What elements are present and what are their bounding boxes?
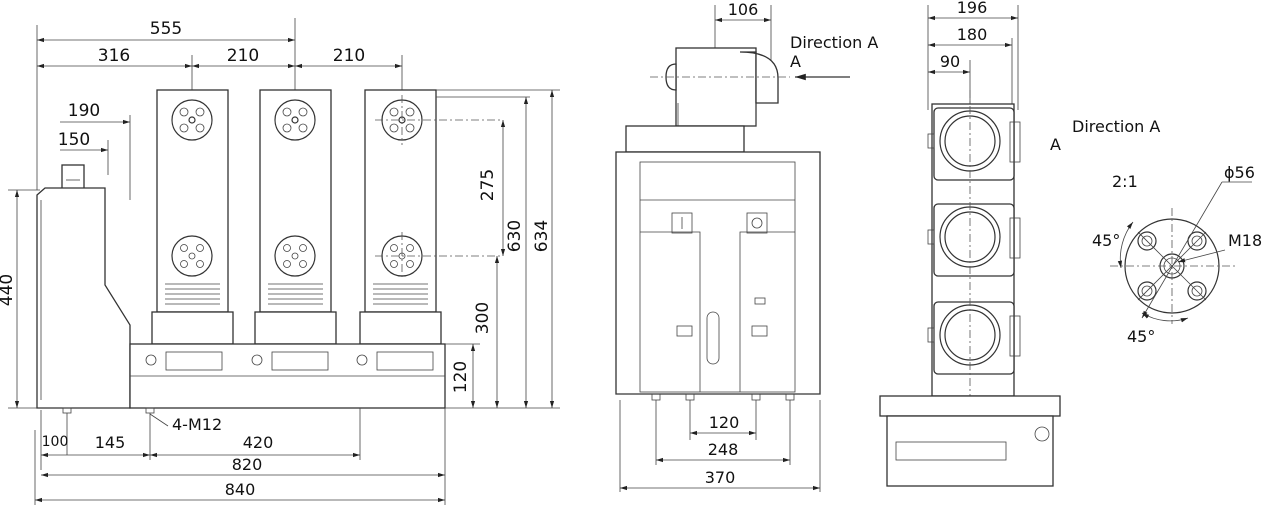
terminal-pole-1-bottom <box>171 235 213 277</box>
detail-angle-bottom: 45° <box>1127 327 1155 346</box>
dim-555: 555 <box>150 19 182 39</box>
dim-275: 275 <box>478 169 498 201</box>
direction-a-label: Direction A <box>790 33 878 52</box>
pole-column-2 <box>259 89 332 313</box>
detail-diameter: ϕ56 <box>1224 163 1255 182</box>
cooling-fins <box>165 283 428 305</box>
pole-arm <box>650 47 790 127</box>
terminal-pole-2-top <box>274 99 316 141</box>
pole-column-1 <box>156 89 229 313</box>
pole-columns <box>151 89 500 345</box>
dim-820: 820 <box>232 455 263 474</box>
dim-side-120: 120 <box>709 413 740 432</box>
dim-420: 420 <box>243 433 274 452</box>
terminal-pole-1-top <box>171 99 213 141</box>
dim-190: 190 <box>68 101 100 121</box>
pole-column-3 <box>364 89 437 313</box>
rear-base <box>879 395 1061 487</box>
dim-630: 630 <box>505 220 525 252</box>
front-view: 555 316 210 210 190 150 440 <box>0 18 560 505</box>
dim-210-left: 210 <box>227 46 259 66</box>
side-bottom-dimensions: 120 248 370 <box>619 400 821 492</box>
terminal-pole-3-top <box>375 95 500 145</box>
rear-terminal-2 <box>927 203 1021 277</box>
rear-view: 196 180 90 <box>879 0 1061 487</box>
dim-150: 150 <box>58 130 90 150</box>
dim-120-base: 120 <box>451 361 471 393</box>
detail-angle-top: 45° <box>1092 231 1120 250</box>
base-frame <box>62 343 446 414</box>
dim-370: 370 <box>705 468 736 487</box>
detail-letter: A <box>1050 135 1061 154</box>
right-dimensions: 275 300 630 634 120 <box>436 89 560 409</box>
dim-634: 634 <box>532 220 552 252</box>
dim-840: 840 <box>225 480 256 499</box>
dim-145: 145 <box>95 433 126 452</box>
pole-base-block <box>625 125 745 153</box>
top-dimensions: 555 316 210 210 <box>36 18 403 190</box>
dim-316: 316 <box>98 46 130 66</box>
detail-title: Direction A <box>1072 117 1160 136</box>
operating-mechanism <box>615 151 821 401</box>
cabinet-dimensions: 190 150 440 <box>0 101 131 409</box>
rear-terminal-3 <box>927 301 1021 375</box>
dim-180: 180 <box>957 25 988 44</box>
side-view: 106 Direction A A <box>615 0 878 492</box>
dim-90: 90 <box>940 52 960 71</box>
dim-300: 300 <box>473 302 493 334</box>
dim-248: 248 <box>708 440 739 459</box>
bottom-dimensions: 100 145 420 820 840 4-M12 <box>34 408 446 505</box>
direction-a-letter: A <box>790 52 801 71</box>
dim-100: 100 <box>42 434 69 450</box>
detail-view-a: Direction A A 2:1 ϕ56 M18 45° 45° <box>1050 117 1262 346</box>
detail-scale: 2:1 <box>1112 172 1138 191</box>
rear-terminal-1 <box>927 107 1021 181</box>
terminal-pole-3-bottom <box>375 232 500 280</box>
terminal-pole-2-bottom <box>274 235 316 277</box>
dim-106: 106 <box>728 0 759 19</box>
dim-210-right: 210 <box>333 46 365 66</box>
detail-thread: M18 <box>1228 231 1262 250</box>
mechanism-cabinet <box>36 164 131 409</box>
dim-440: 440 <box>0 274 17 306</box>
callout-4-m12: 4-M12 <box>172 415 222 434</box>
dim-196: 196 <box>957 0 988 17</box>
